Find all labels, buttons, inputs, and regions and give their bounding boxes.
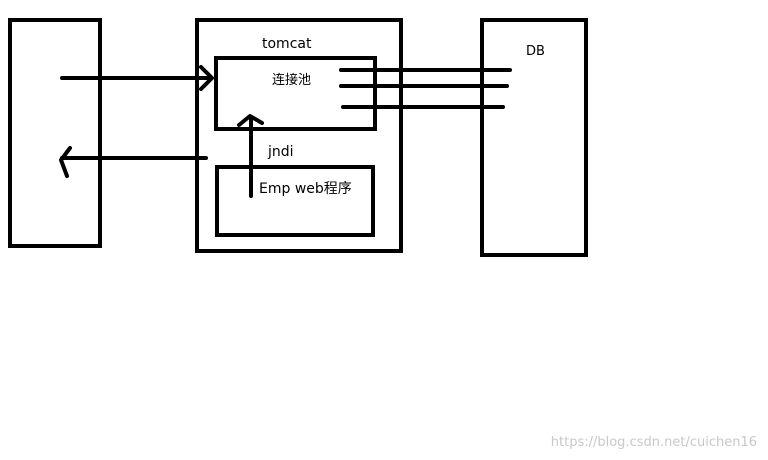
connection-pool-box (214, 56, 377, 131)
connection-pool-label: 连接池 (272, 72, 311, 88)
tomcat-label: tomcat (262, 36, 312, 52)
request-arrow (60, 65, 214, 91)
emp-web-box (215, 165, 375, 237)
response-arrow (59, 146, 208, 178)
watermark-text: https://blog.csdn.net/cuichen16 (551, 435, 757, 450)
db-label: DB (526, 44, 545, 59)
jndi-lookup-arrow (237, 114, 264, 198)
db-box (480, 18, 588, 257)
client-box (8, 18, 102, 248)
tomcat-box (195, 18, 403, 253)
emp-web-label: Emp web程序 (259, 181, 352, 197)
jndi-label: jndi (267, 144, 294, 160)
db-connection-lines (339, 68, 512, 109)
